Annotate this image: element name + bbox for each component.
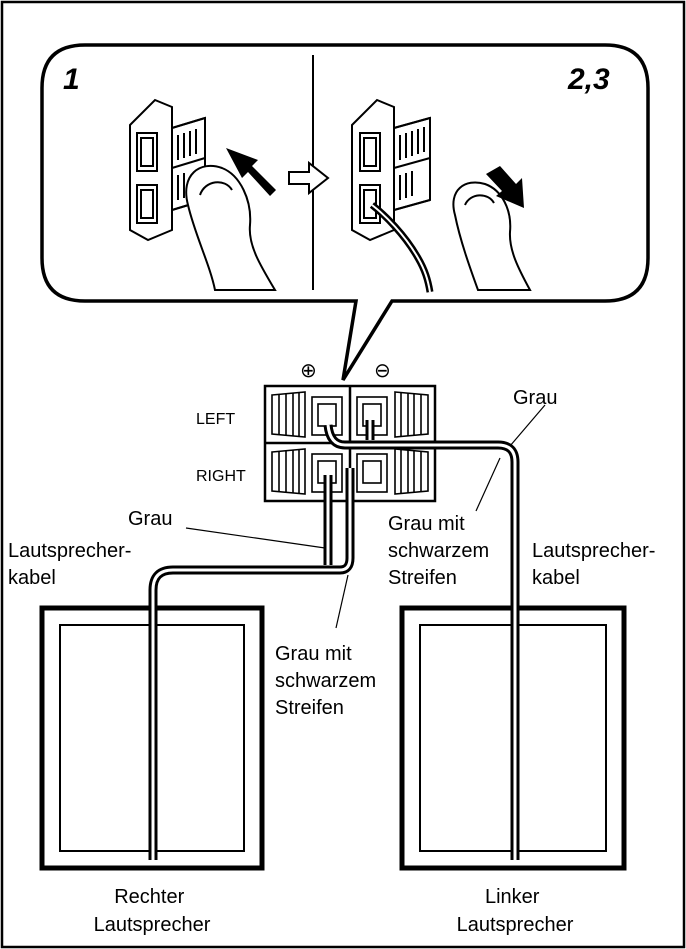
grau-mit-streifen-right: Grau mit schwarzem Streifen: [388, 513, 495, 589]
step-1-label: 1: [63, 63, 80, 96]
grau-mit-line-2: schwarzem: [388, 540, 489, 562]
terminal-right-label: RIGHT: [196, 468, 246, 485]
grau-mit-streifen-middle: Grau mit schwarzem Streifen: [275, 643, 382, 719]
left-speaker-caption-line-2: Lautsprecher: [457, 914, 574, 936]
grau-mit-line-3: Streifen: [388, 567, 457, 589]
release-arrow-icon: [486, 166, 524, 208]
terminal-left-label: LEFT: [196, 411, 235, 428]
left-cable-label: Lautsprecher- kabel: [8, 540, 137, 589]
finger-left: [185, 164, 277, 291]
right-speaker-caption: Rechter Lautsprecher: [94, 886, 211, 936]
right-speaker-cable: [148, 468, 355, 860]
terminal-clip-illustration-right: [351, 98, 431, 242]
grau-label-left: Grau: [128, 508, 172, 530]
grau-mit-middle-line-3: Streifen: [275, 697, 344, 719]
right-speaker-caption-line-1: Rechter: [114, 886, 184, 908]
terminal-clips: [271, 391, 429, 495]
inserted-wire: [369, 202, 434, 293]
plus-symbol: ⊕: [300, 360, 317, 382]
minus-symbol: ⊖: [374, 360, 391, 382]
grau-mit-middle-line-1: Grau mit: [275, 643, 352, 665]
finger-right: [452, 181, 532, 291]
right-speaker-caption-line-2: Lautsprecher: [94, 914, 211, 936]
grau-label-top-right: Grau: [513, 387, 557, 409]
grau-mit-middle-line-2: schwarzem: [275, 670, 376, 692]
next-step-arrow-icon: [288, 160, 330, 196]
left-cable-line-2: kabel: [8, 567, 56, 589]
right-cable-line-2: kabel: [532, 567, 580, 589]
step-2-3-label: 2,3: [567, 63, 610, 96]
left-speaker-caption: Linker Lautsprecher: [457, 886, 574, 936]
grau-mit-line-1: Grau mit: [388, 513, 465, 535]
right-cable-label: Lautsprecher- kabel: [532, 540, 661, 589]
left-cable-line-1: Lautsprecher-: [8, 540, 131, 562]
left-speaker-cable: [323, 420, 520, 860]
push-arrow-icon: [226, 148, 276, 196]
left-speaker-caption-line-1: Linker: [485, 886, 540, 908]
leader-lines: [185, 404, 546, 629]
right-cable-line-1: Lautsprecher-: [532, 540, 655, 562]
